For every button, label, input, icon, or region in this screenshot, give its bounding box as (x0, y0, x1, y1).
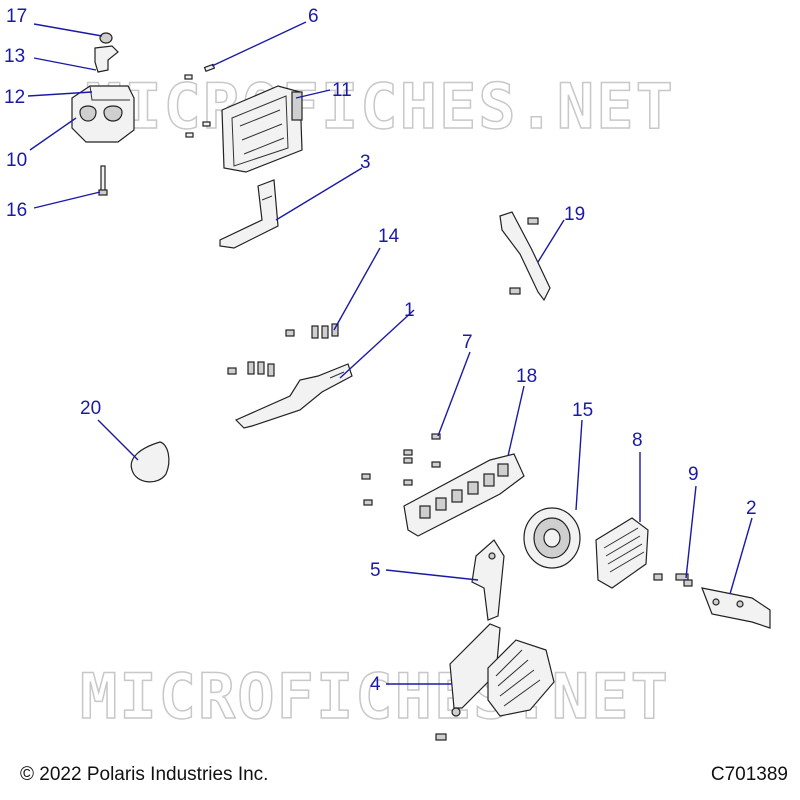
leader-11 (295, 89, 331, 99)
watermark-bottom: MICROFICHES.NET (80, 660, 670, 733)
callout-7: 7 (462, 332, 473, 353)
leader-20 (97, 419, 139, 461)
callout-numbers: 17 6 13 12 11 10 3 16 19 14 1 7 18 15 20… (4, 6, 757, 695)
callout-4: 4 (370, 674, 381, 695)
callout-18: 18 (516, 366, 537, 387)
screws-part-7 (361, 433, 441, 506)
relay-block-part-18 (403, 453, 525, 537)
leader-3 (275, 167, 363, 221)
callout-19: 19 (564, 204, 585, 225)
callout-20: 20 (80, 398, 101, 419)
callout-13: 13 (4, 46, 25, 67)
horn-part-15 (523, 507, 581, 569)
callout-11: 11 (332, 80, 352, 101)
leader-7 (437, 351, 471, 437)
callout-6: 6 (308, 6, 319, 27)
leader-14 (333, 247, 381, 331)
bracket-part-1 (234, 363, 353, 429)
leader-12 (27, 91, 93, 97)
ecu-part-11 (221, 85, 303, 173)
fuse-box-part-10 (71, 85, 135, 143)
callout-3: 3 (360, 152, 371, 173)
callout-1: 1 (404, 300, 415, 321)
leader-5 (385, 569, 479, 581)
watermark-top: MICROFICHES.NET (85, 70, 675, 143)
callout-10: 10 (6, 150, 27, 171)
callout-14: 14 (378, 226, 400, 247)
copyright-text: © 2022 Polaris Industries Inc. (20, 764, 269, 785)
callout-17: 17 (6, 6, 27, 27)
leader-13 (33, 57, 97, 71)
nut-part-17 (99, 32, 113, 44)
leader-1 (339, 309, 415, 379)
leader-6 (211, 21, 307, 67)
leader-10 (29, 117, 77, 151)
callout-5: 5 (370, 560, 381, 581)
regulator-part-8 (595, 517, 649, 589)
control-module (487, 639, 555, 717)
bracket-part-19 (499, 211, 551, 302)
leader-9 (685, 485, 697, 579)
callout-15: 15 (572, 400, 593, 421)
bracket-part-2 (701, 587, 771, 629)
callout-2: 2 (746, 498, 757, 519)
bracket-part-4 (435, 623, 501, 741)
bracket-part-3 (219, 179, 279, 249)
leader-18 (507, 385, 525, 457)
bolts-part-14 (227, 323, 339, 377)
callout-8: 8 (632, 430, 643, 451)
leader-17 (33, 23, 103, 37)
pins-part-6 (184, 63, 216, 138)
leader-2 (729, 517, 753, 595)
diagram-code: C701389 (710, 764, 788, 785)
callout-12: 12 (4, 87, 25, 108)
clip-part-13 (94, 45, 119, 73)
bracket-part-5 (471, 539, 505, 621)
leader-16 (33, 191, 101, 209)
callout-16: 16 (6, 200, 27, 221)
leader-lines (27, 21, 753, 685)
leader-19 (537, 219, 565, 263)
leader-15 (575, 419, 583, 511)
callout-9: 9 (688, 464, 699, 485)
bolt-part-16 (98, 165, 108, 196)
bolts-part-9 (653, 573, 693, 587)
band-part-20 (130, 441, 170, 483)
